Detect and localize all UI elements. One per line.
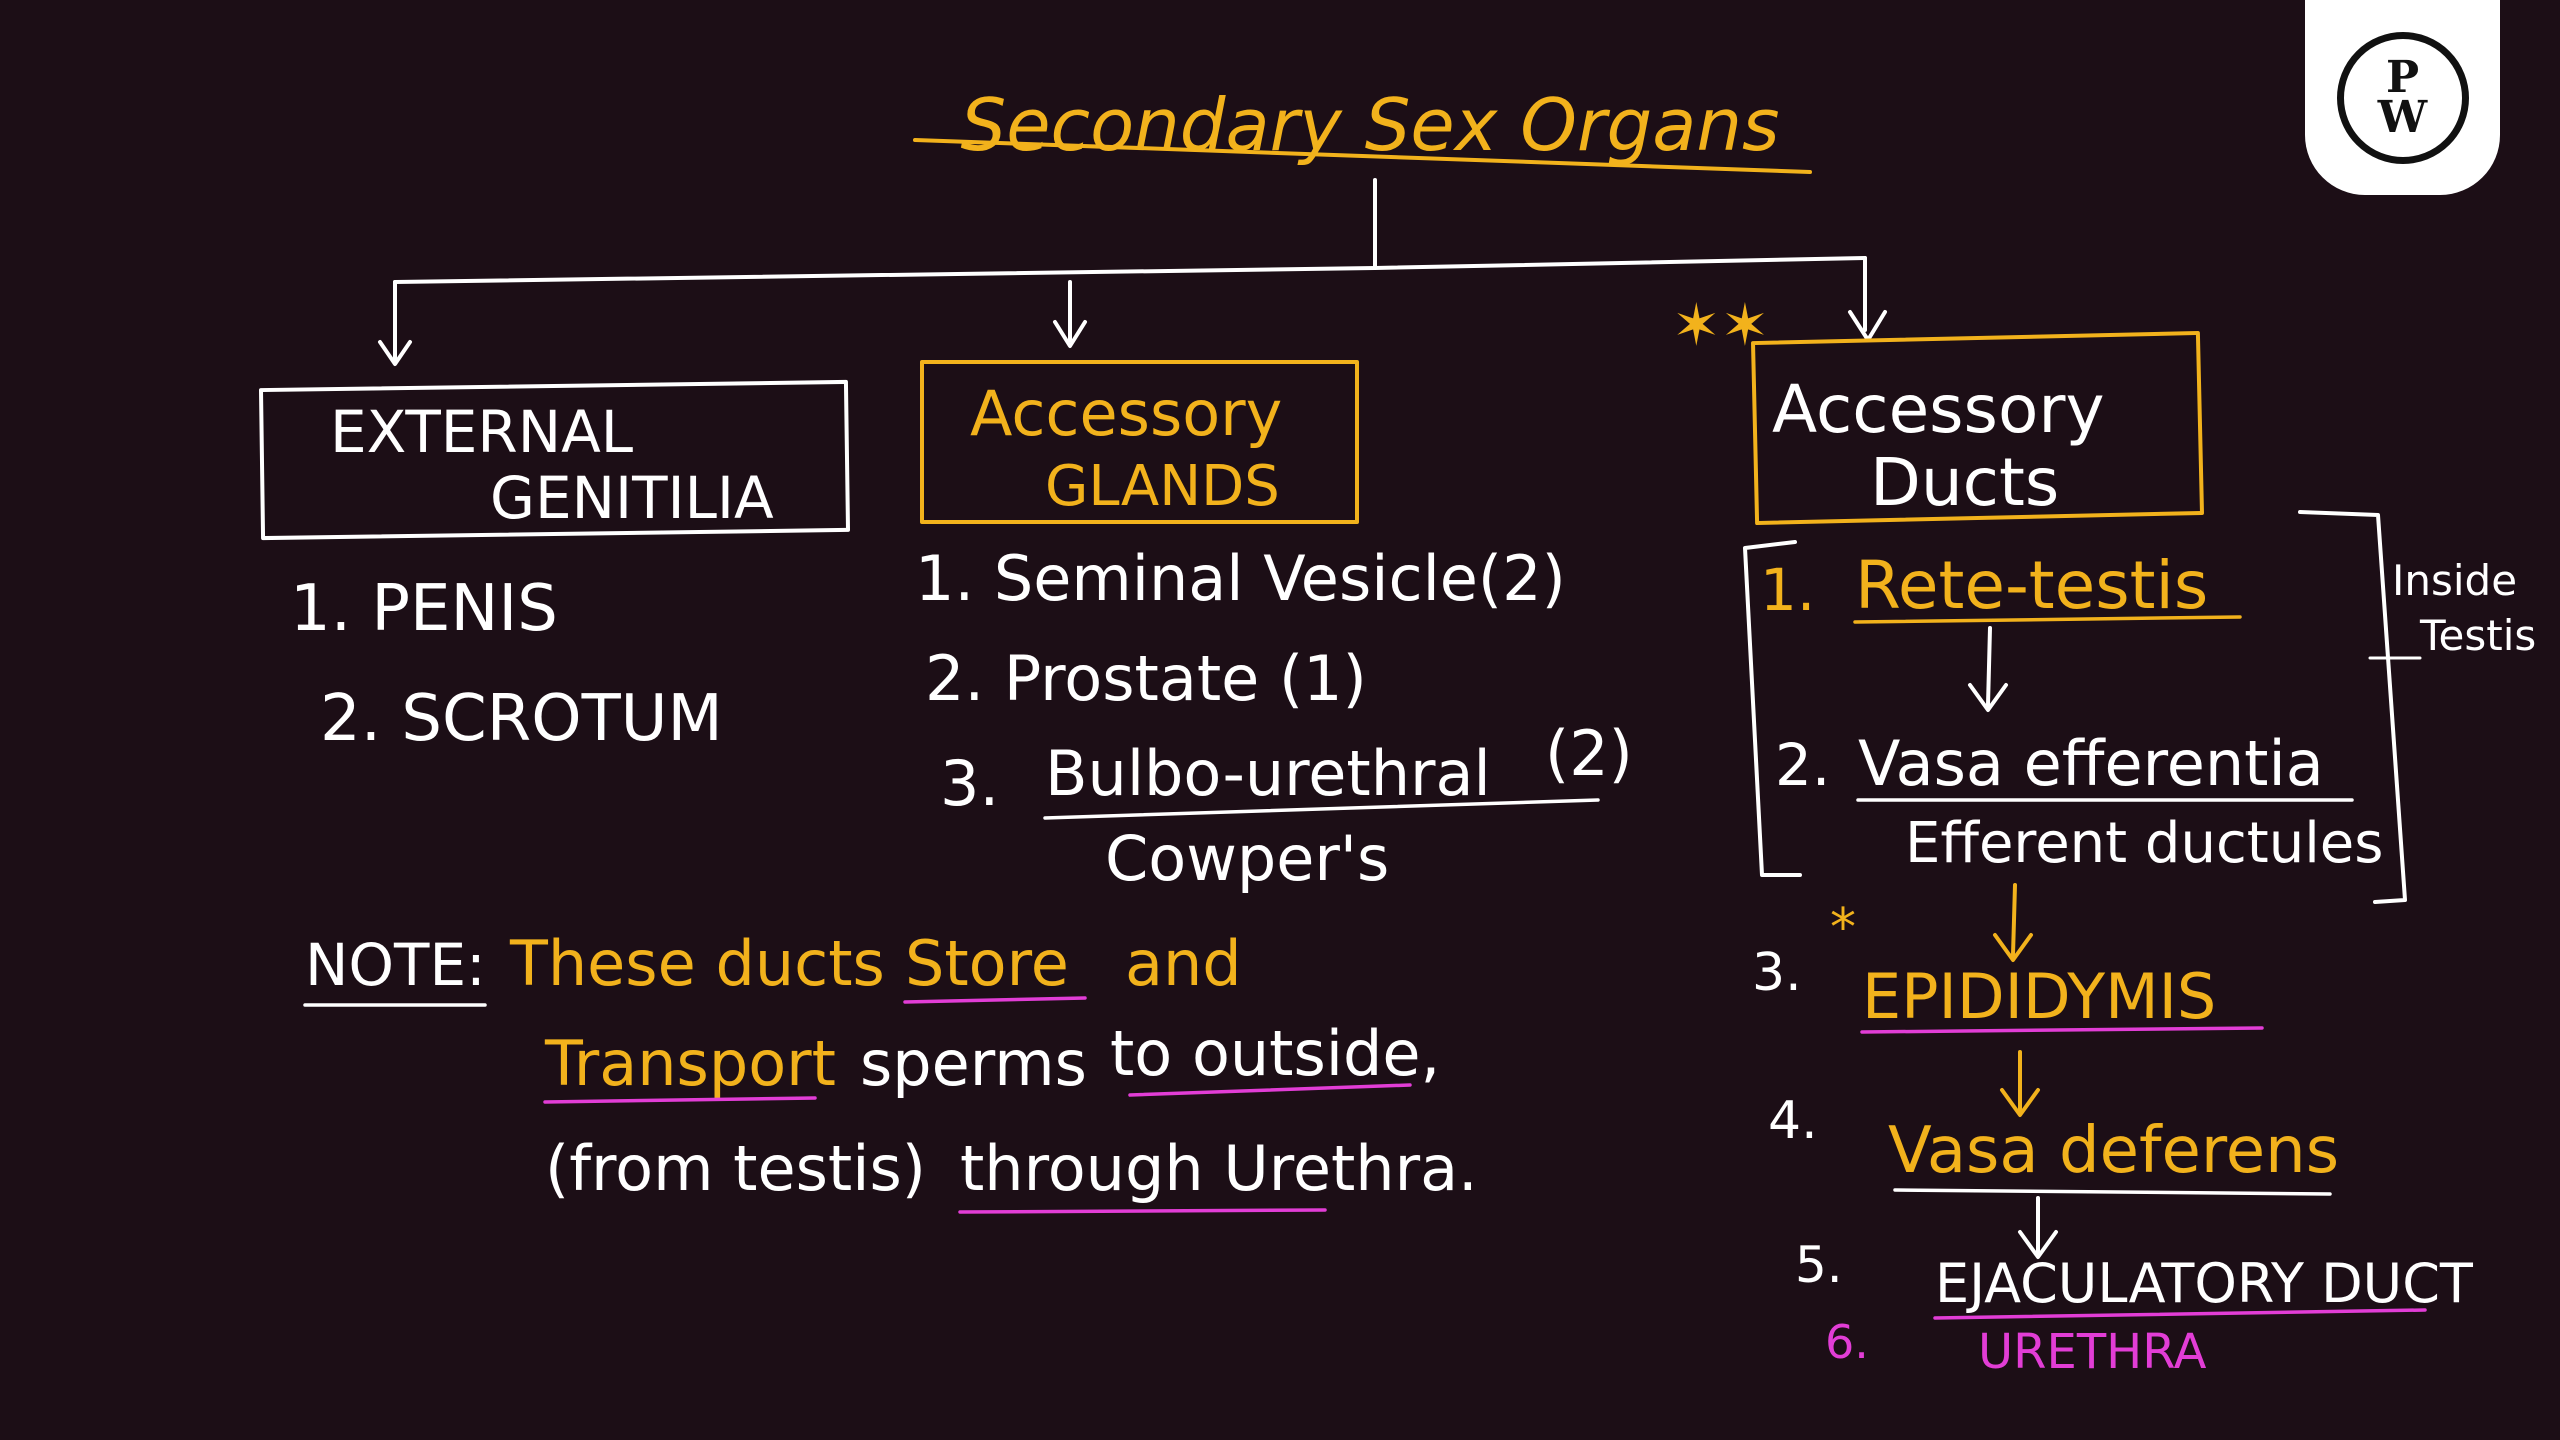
ducts-item-2-text: Vasa efferentia: [1858, 727, 2324, 800]
tree-connectors: [378, 178, 1887, 366]
note-line1-c: and: [1125, 927, 1242, 1000]
ducts-heading-line1: Accessory: [1772, 371, 2105, 448]
ducts-left-bracket: [1743, 540, 1802, 877]
ducts-item-6-number: 6.: [1825, 1315, 1869, 1369]
glands-heading-line2: GLANDS: [1045, 454, 1280, 519]
page-title: Secondary Sex Organs: [961, 83, 1780, 167]
ducts-item-2-number: 2.: [1775, 731, 1830, 799]
accessory-ducts-box: [1751, 330, 2204, 526]
through-urethra-underline: [958, 1208, 1327, 1214]
ejaculatory-underline: [1933, 1308, 2427, 1320]
note-label: NOTE:: [305, 931, 486, 999]
glands-item-2: 2. Prostate (1): [925, 642, 1367, 715]
epididymis-underline: [1860, 1026, 2264, 1034]
pw-logo-letter-w: W: [2377, 91, 2428, 143]
external-genitalia-box: [258, 379, 851, 541]
note-line3-b: through Urethra.: [960, 1132, 1478, 1205]
note-line2-c: to outside,: [1110, 1017, 1440, 1090]
glands-item-3-alias: Cowper's: [1105, 822, 1389, 895]
external-heading-line2: GENITILIA: [490, 464, 774, 532]
pw-logo-letter-p: P: [2385, 51, 2420, 103]
glands-item-3-count: (2): [1545, 717, 1633, 790]
inside-testis-bracket: [2298, 510, 2407, 904]
star-icon: *: [1830, 898, 1856, 958]
note-line1-a: These ducts: [509, 927, 885, 1000]
inside-testis-line1: Inside: [2392, 556, 2517, 605]
ducts-item-5-text: EJACULATORY DUCT: [1935, 1252, 2474, 1315]
pw-logo-ring: P W: [2336, 31, 2469, 164]
arrow-4-to-5: [2018, 1196, 2058, 1259]
ducts-item-3-text: EPIDIDYMIS: [1862, 960, 2216, 1033]
ducts-item-6-text: URETHRA: [1978, 1324, 2207, 1380]
note-line3-a: (from testis): [545, 1132, 926, 1205]
transport-underline: [543, 1096, 817, 1104]
arrow-1-to-2: [1968, 626, 2008, 712]
ducts-item-1-number: 1.: [1760, 556, 1815, 624]
pw-logo: P W: [2305, 0, 2500, 195]
note-line2-a: Transport: [544, 1027, 836, 1100]
glands-item-3-number: 3.: [940, 747, 999, 820]
ducts-item-1-text: Rete-testis: [1855, 547, 2208, 624]
glands-item-3-text: Bulbo-urethral: [1045, 737, 1491, 810]
vasa-deferens-underline: [1893, 1188, 2332, 1196]
external-item-2: 2. SCROTUM: [320, 682, 723, 756]
ducts-item-4-number: 4.: [1768, 1091, 1818, 1151]
glands-heading-line1: Accessory: [970, 377, 1282, 450]
note-line2-b: sperms: [860, 1027, 1087, 1100]
to-outside-underline: [1128, 1083, 1412, 1097]
glands-item-1: 1. Seminal Vesicle(2): [915, 542, 1566, 615]
ducts-item-2-alias: Efferent ductules: [1905, 811, 2383, 876]
ducts-item-5-number: 5.: [1795, 1236, 1843, 1294]
ducts-heading-line2: Ducts: [1870, 444, 2059, 521]
inside-testis-line2: Testis: [2419, 611, 2536, 660]
external-heading-line1: EXTERNAL: [330, 398, 633, 466]
ducts-item-3-number: 3.: [1752, 943, 1802, 1003]
external-item-1: 1. PENIS: [290, 572, 558, 646]
note-line1-b: Store: [905, 927, 1069, 1000]
ducts-item-4-text: Vasa deferens: [1888, 1114, 2339, 1188]
accessory-glands-box: [920, 360, 1359, 524]
rete-underline: [1853, 615, 2242, 624]
store-underline: [903, 996, 1087, 1004]
arrow-2-to-3: [1993, 883, 2033, 962]
title-underline: [913, 138, 1812, 174]
bulbo-underline: [1043, 798, 1600, 820]
arrow-3-to-4: [2000, 1050, 2040, 1117]
